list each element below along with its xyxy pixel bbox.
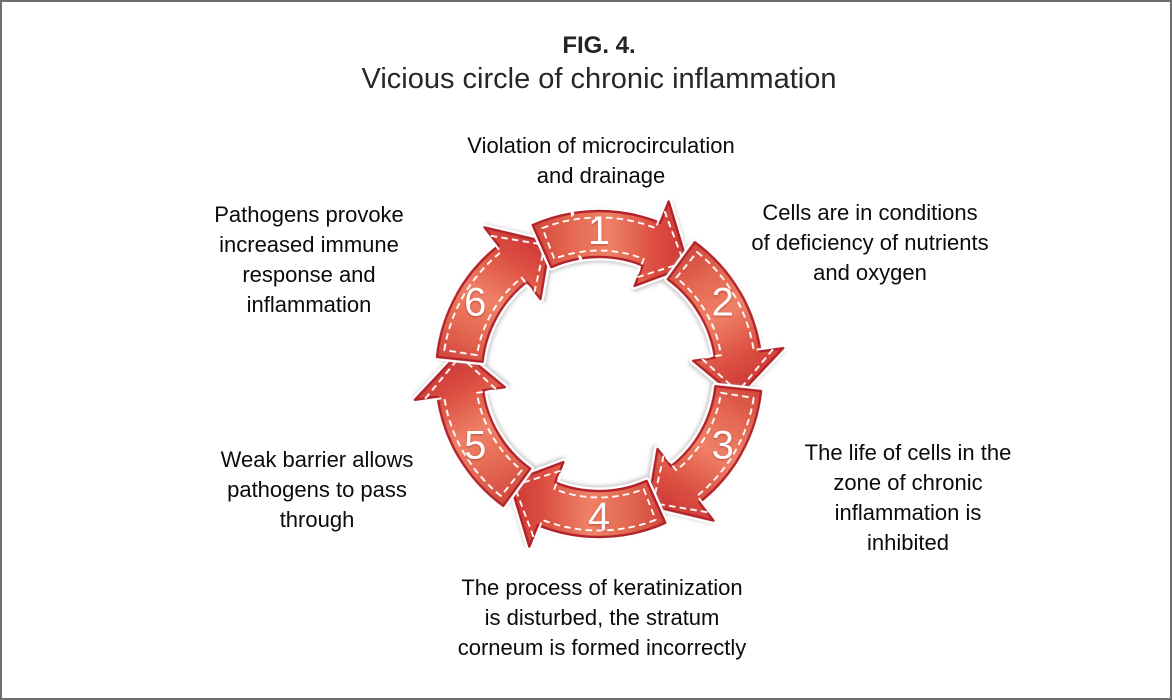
step-number-4: 4 [588, 495, 610, 539]
step-label-3: The life of cells in the zone of chronic… [804, 440, 1012, 555]
step-number-3: 3 [712, 424, 734, 468]
patch-edge-path [531, 212, 579, 269]
patch-stitch-path [541, 219, 576, 261]
step-number-2: 2 [712, 281, 734, 325]
figure-title: Vicious circle of chronic inflammation [361, 63, 837, 95]
figure-label: FIG. 4. [562, 32, 636, 59]
step-label-2: Cells are in conditions of deficiency of… [751, 200, 989, 285]
cycle-arrow-1-tail-patch [529, 210, 583, 271]
step-number-5: 5 [464, 424, 486, 468]
step-label-4: The process of keratinization is disturb… [457, 575, 747, 660]
step-number-6: 6 [464, 281, 486, 325]
step-label-1: Violation of microcirculation and draina… [467, 133, 735, 188]
step-label-6: Pathogens provoke increased immune respo… [214, 202, 404, 317]
step-label-5: Weak barrier allows pathogens to pass th… [220, 447, 414, 532]
step-number-1: 1 [588, 209, 610, 253]
cycle-diagram: 1 2 3 4 5 6 [399, 174, 799, 574]
